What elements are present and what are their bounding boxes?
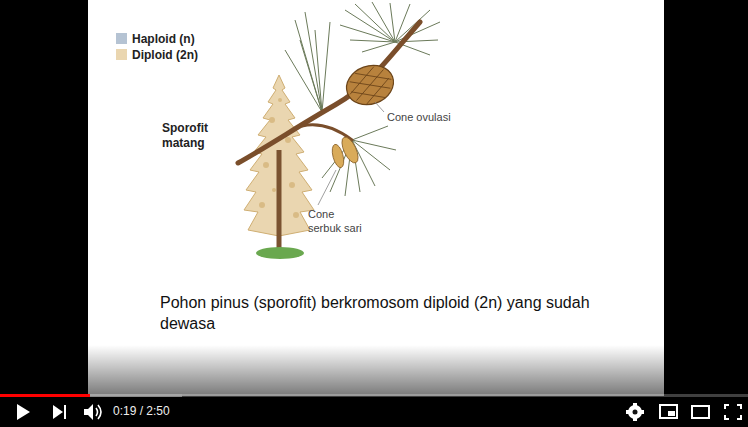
part-label-slot: Cone serbuk sari: [308, 208, 366, 236]
time-display: 0:19 / 2:50: [113, 404, 170, 419]
legend-swatch: [116, 49, 127, 60]
fullscreen-icon: [725, 405, 741, 419]
pine-needles: [285, 2, 440, 196]
branch-detail: [238, 2, 440, 205]
legend-row: Diploid (2n): [116, 45, 198, 63]
control-shade: [0, 345, 748, 427]
pine-tree: [244, 75, 314, 259]
part-label: Cone serbuk sari: [308, 208, 366, 236]
part-label-slot: Cone ovulasi: [387, 111, 451, 125]
progress-played: [0, 394, 90, 397]
leader-line: [318, 170, 336, 205]
play-icon: [17, 404, 30, 420]
part-label: Sporofit matang: [162, 121, 224, 151]
leader-line: [375, 102, 384, 112]
legend-row: Haploid (n): [116, 29, 195, 47]
ovulate-cone: [341, 59, 399, 111]
player-controls: [17, 403, 741, 421]
ground: [256, 247, 304, 259]
legend-swatch: [116, 33, 127, 44]
caption: Pohon pinus (sporofit) berkromosom diplo…: [160, 293, 600, 335]
caption-slot: Pohon pinus (sporofit) berkromosom diplo…: [160, 293, 600, 335]
theater-icon: [692, 406, 709, 418]
branch: [238, 22, 420, 163]
pollen-cones: [330, 135, 361, 169]
part-label-slot: Sporofit matang: [162, 121, 224, 151]
slide: [88, 0, 664, 396]
volume-icon: [84, 404, 93, 420]
next-icon: [53, 405, 63, 419]
progress-track: [0, 394, 748, 397]
legend-label: Diploid (2n): [132, 48, 198, 62]
miniplayer-icon: [660, 405, 677, 418]
part-label: Cone ovulasi: [387, 111, 451, 125]
legend-label: Haploid (n): [132, 32, 195, 46]
progress-buffer: [0, 394, 182, 397]
trunk: [277, 150, 282, 252]
time-display-slot: 0:19 / 2:50: [113, 404, 170, 419]
settings-icon: [626, 403, 644, 421]
